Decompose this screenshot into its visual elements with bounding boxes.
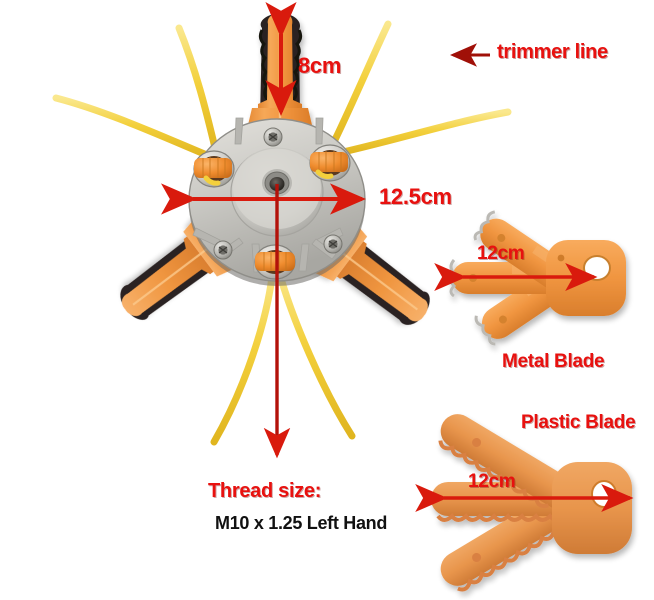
trimmer-line-bottom-left xyxy=(210,264,277,446)
label-trimmer-line: trimmer line xyxy=(497,41,608,63)
line-eyelet-upper-left xyxy=(193,150,235,188)
hub-screws xyxy=(213,127,343,260)
saw-blade-right-groove xyxy=(341,252,419,311)
saw-blade-left-groove xyxy=(132,247,209,306)
label-thread-size-value: M10 x 1.25 Left Hand xyxy=(215,513,388,533)
screw-lower-left xyxy=(213,240,233,260)
trimmer-line-bottom-right xyxy=(274,264,356,440)
screw-top xyxy=(263,127,283,147)
label-metal-blade-length-12cm: 12cm xyxy=(477,243,525,264)
trimmer-line-upper-right-up xyxy=(326,20,392,154)
plastic-blade-pivot-hole xyxy=(591,480,617,508)
label-metal-blade-title: Metal Blade xyxy=(502,351,605,372)
trimmer-line-upper-right-out xyxy=(330,108,512,158)
trimmer-line-upper-left-out xyxy=(52,94,218,162)
label-head-diameter-12-5cm: 12.5cm xyxy=(379,184,452,209)
screw-lower-right xyxy=(323,234,343,254)
plastic-blade-pivot-body xyxy=(552,462,632,554)
label-plastic-blade-title: Plastic Blade xyxy=(521,412,636,433)
plastic-blade-set xyxy=(431,414,632,592)
label-thread-size-title: Thread size: xyxy=(208,480,322,502)
trimmer-lines xyxy=(52,20,512,446)
label-plastic-blade-length-12cm: 12cm xyxy=(468,471,516,492)
label-blade-length-8cm: 8cm xyxy=(298,53,342,78)
line-eyelet-bottom xyxy=(254,244,296,280)
trimmer-line-upper-left-up xyxy=(175,24,220,156)
line-eyelet-upper-right xyxy=(309,144,351,182)
